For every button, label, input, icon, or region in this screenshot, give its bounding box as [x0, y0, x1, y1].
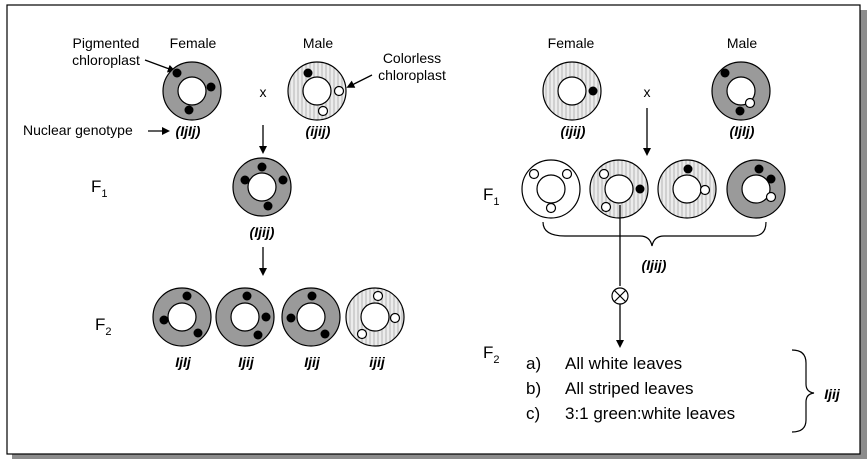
option-c-text: 3:1 green:white leaves: [565, 404, 735, 423]
left-male-genotype: (ijij): [306, 123, 331, 139]
left-female-label: Female: [170, 35, 217, 51]
pigmented-chloroplast: [240, 175, 250, 185]
pigmented-chloroplast: [257, 162, 267, 172]
pigmented-chloroplast: [206, 82, 216, 92]
left-female-cell: [162, 61, 222, 121]
right-female-label: Female: [548, 35, 595, 51]
right-f1-cell-1: [521, 159, 581, 219]
colorless-chloroplast: [528, 168, 540, 180]
left-cross-symbol: x: [260, 84, 267, 100]
pigmented-chloroplast: [172, 68, 182, 78]
pigmented-pointer: [144, 59, 176, 73]
right-female-cell: [542, 61, 602, 121]
left-f2-genotype-2: Ijij: [238, 354, 255, 370]
colorless-chloroplast: [600, 201, 612, 213]
left-female-genotype: (IjIj): [176, 123, 201, 139]
right-male-cell: [711, 61, 771, 121]
pigmented-chloroplast: [766, 174, 776, 184]
pigmented-chloroplast: [182, 291, 192, 301]
left-f2-genotype-4: ijij: [369, 354, 386, 370]
right-f1-cell-2: [589, 159, 649, 219]
pigmented-chloroplast: [320, 329, 330, 339]
right-f1-cell-4: [726, 159, 786, 219]
pigmented-chloroplast: [720, 68, 730, 78]
pigmented-chloroplast: [307, 291, 317, 301]
colorless-chloroplast: [333, 85, 345, 97]
right-f2-label: F2: [483, 343, 500, 366]
colorless-label-1: Colorless: [383, 50, 441, 66]
pigmented-label-2: chloroplast: [72, 52, 140, 68]
pigmented-chloroplast: [754, 164, 764, 174]
pigmented-chloroplast: [184, 105, 194, 115]
pigmented-chloroplast: [635, 184, 645, 194]
pigmented-chloroplast: [253, 330, 263, 340]
right-f1-label: F1: [483, 185, 500, 208]
left-f2-label: F2: [95, 315, 112, 338]
right-f1-cell-3: [657, 159, 717, 219]
nuclear-genotype-label: Nuclear genotype: [23, 122, 133, 138]
left-f1-genotype: (Ijij): [250, 224, 275, 240]
colorless-chloroplast: [545, 202, 557, 214]
pigmented-chloroplast: [159, 315, 169, 325]
pigmented-chloroplast: [263, 201, 273, 211]
pigmented-chloroplast: [278, 175, 288, 185]
colorless-chloroplast: [561, 168, 573, 180]
pigmented-chloroplast: [286, 313, 296, 323]
selfing-symbol: [611, 287, 629, 305]
option-a-text: All white leaves: [565, 354, 682, 373]
pigmented-chloroplast: [242, 291, 252, 301]
right-cross-symbol: x: [644, 84, 651, 100]
left-f1-label: F1: [91, 177, 108, 200]
option-c-letter: c): [526, 404, 540, 423]
left-f2-genotype-1: IjIj: [175, 354, 192, 370]
left-f2-cell-2: [215, 287, 275, 347]
pigmented-chloroplast: [588, 86, 598, 96]
options-genotype: Ijij: [824, 386, 841, 402]
right-female-genotype: (ijij): [561, 123, 586, 139]
left-f2-genotype-3: Ijij: [304, 354, 321, 370]
pigmented-chloroplast: [193, 328, 203, 338]
colorless-label-2: chloroplast: [378, 67, 446, 83]
colorless-pointer: [346, 74, 373, 88]
left-f1-cell: [232, 157, 292, 217]
colorless-chloroplast: [598, 168, 610, 180]
right-male-label: Male: [727, 35, 758, 51]
left-f2-cell-4: [345, 287, 405, 347]
colorless-chloroplast: [317, 105, 329, 117]
pigmented-chloroplast: [303, 68, 313, 78]
right-f1-genotype: (Ijij): [642, 257, 667, 273]
left-male-cell: [287, 61, 347, 121]
colorless-chloroplast: [699, 184, 711, 196]
left-male-label: Male: [303, 35, 334, 51]
pigmented-chloroplast: [261, 312, 271, 322]
left-f2-cell-3: [281, 287, 341, 347]
f1-brace: [542, 221, 767, 247]
pigmented-chloroplast: [735, 106, 745, 116]
right-male-genotype: (IjIj): [730, 123, 755, 139]
colorless-chloroplast: [372, 290, 384, 302]
pigmented-chloroplast: [683, 164, 693, 174]
colorless-chloroplast: [765, 191, 777, 203]
option-b-letter: b): [526, 379, 541, 398]
options-brace: [791, 349, 815, 433]
colorless-chloroplast: [744, 97, 756, 109]
colorless-chloroplast: [356, 328, 368, 340]
colorless-chloroplast: [389, 312, 401, 324]
option-a-letter: a): [526, 354, 541, 373]
option-b-text: All striped leaves: [565, 379, 694, 398]
left-f2-cell-1: [152, 287, 212, 347]
pigmented-label-1: Pigmented: [73, 35, 140, 51]
